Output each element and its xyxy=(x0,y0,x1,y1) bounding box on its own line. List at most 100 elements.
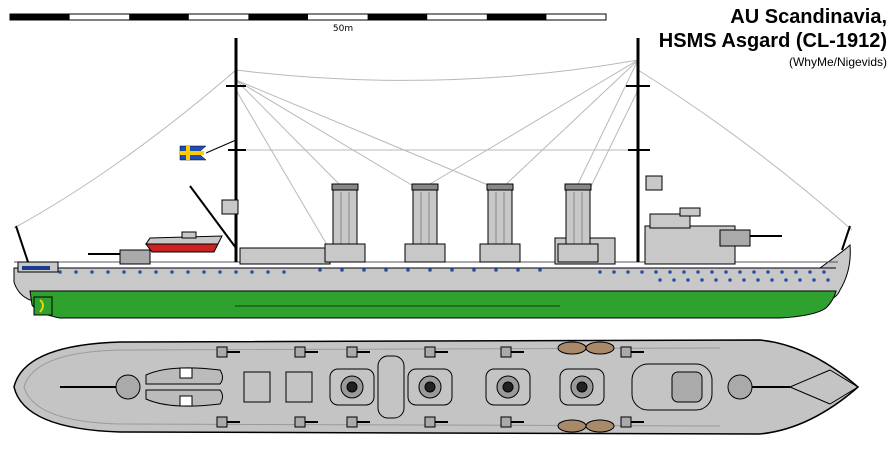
porthole xyxy=(700,278,704,282)
porthole xyxy=(494,268,498,272)
scale-segment xyxy=(486,14,547,20)
porthole xyxy=(626,270,630,274)
boats-plan xyxy=(145,367,223,407)
porthole xyxy=(668,270,672,274)
porthole xyxy=(710,270,714,274)
porthole xyxy=(90,270,94,274)
secondary-gun xyxy=(216,346,240,358)
secondary-gun xyxy=(216,416,240,428)
funnel-side xyxy=(479,183,521,263)
porthole xyxy=(794,270,798,274)
porthole xyxy=(822,270,826,274)
porthole xyxy=(798,278,802,282)
porthole xyxy=(340,268,344,272)
porthole xyxy=(752,270,756,274)
porthole xyxy=(612,270,616,274)
porthole xyxy=(640,270,644,274)
porthole xyxy=(186,270,190,274)
scale-bar: 50m xyxy=(9,13,607,34)
porthole xyxy=(654,270,658,274)
fwd-turret-plan xyxy=(727,374,790,400)
porthole xyxy=(428,268,432,272)
ship-title-line2: HSMS Asgard (CL-1912) xyxy=(658,30,887,52)
porthole xyxy=(122,270,126,274)
naval-flag xyxy=(179,139,237,161)
porthole xyxy=(362,268,366,272)
secondary-gun xyxy=(500,416,524,428)
funnel-plan xyxy=(407,368,453,406)
porthole xyxy=(808,270,812,274)
porthole xyxy=(234,270,238,274)
boat xyxy=(145,231,223,253)
funnel-side xyxy=(324,183,366,263)
porthole xyxy=(742,278,746,282)
side-profile xyxy=(13,38,853,319)
scale-label: 50m xyxy=(333,24,353,34)
secondary-gun xyxy=(346,346,370,358)
fwd-gun-turret xyxy=(719,229,782,247)
ship-title-line1: AU Scandinavia, xyxy=(730,6,887,28)
porthole xyxy=(770,278,774,282)
porthole xyxy=(170,270,174,274)
porthole xyxy=(154,270,158,274)
porthole xyxy=(812,278,816,282)
porthole xyxy=(826,278,830,282)
porthole xyxy=(682,270,686,274)
secondary-gun xyxy=(424,416,448,428)
secondary-gun xyxy=(346,416,370,428)
porthole xyxy=(738,270,742,274)
scale-segment xyxy=(10,14,70,20)
porthole xyxy=(784,278,788,282)
porthole xyxy=(318,268,322,272)
hull-side xyxy=(13,243,851,301)
porthole xyxy=(450,268,454,272)
porthole xyxy=(766,270,770,274)
plan-view xyxy=(13,339,860,435)
funnel-plan xyxy=(559,368,605,406)
porthole xyxy=(218,270,222,274)
funnel-plan xyxy=(329,368,375,406)
porthole xyxy=(696,270,700,274)
porthole xyxy=(384,268,388,272)
porthole xyxy=(250,270,254,274)
porthole xyxy=(282,270,286,274)
porthole xyxy=(106,270,110,274)
porthole xyxy=(714,278,718,282)
aft-turret-plan xyxy=(60,374,141,400)
porthole xyxy=(672,278,676,282)
porthole xyxy=(728,278,732,282)
secondary-gun xyxy=(294,346,318,358)
porthole xyxy=(74,270,78,274)
funnel-side xyxy=(404,183,446,263)
porthole xyxy=(516,268,520,272)
porthole xyxy=(538,268,542,272)
porthole xyxy=(658,278,662,282)
secondary-gun xyxy=(620,416,644,428)
funnel-side xyxy=(557,183,599,263)
porthole xyxy=(724,270,728,274)
secondary-gun xyxy=(620,346,644,358)
scale-segment xyxy=(367,14,428,20)
porthole xyxy=(686,278,690,282)
scale-segment xyxy=(248,14,308,20)
porthole xyxy=(58,270,62,274)
porthole xyxy=(780,270,784,274)
aft-gun-turret xyxy=(88,249,151,265)
davit-boats xyxy=(557,341,615,433)
porthole xyxy=(266,270,270,274)
porthole xyxy=(406,268,410,272)
secondary-gun xyxy=(500,346,524,358)
funnel-plan xyxy=(485,368,531,406)
porthole xyxy=(138,270,142,274)
artist-credit: (WhyMe/Nigevids) xyxy=(788,55,887,69)
porthole xyxy=(472,268,476,272)
secondary-gun xyxy=(294,416,318,428)
aft-superstructure xyxy=(239,247,331,265)
porthole xyxy=(598,270,602,274)
porthole xyxy=(756,278,760,282)
scale-segment xyxy=(129,14,189,20)
porthole xyxy=(202,270,206,274)
secondary-gun xyxy=(424,346,448,358)
crane xyxy=(189,185,237,249)
